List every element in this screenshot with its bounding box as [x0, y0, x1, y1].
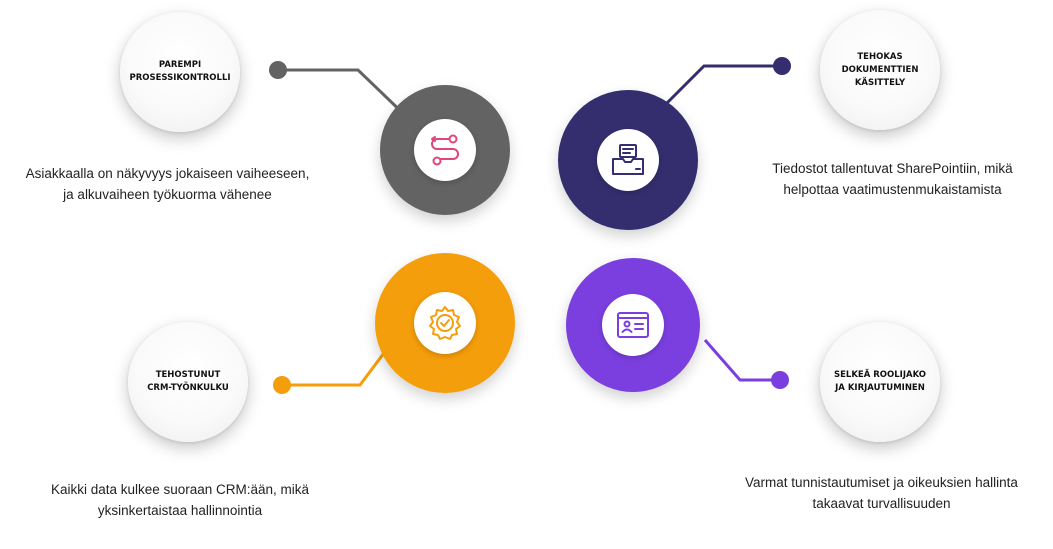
label-circle-crm-workflow: TEHOSTUNUT CRM-TYÖNKULKU [128, 322, 248, 442]
hub-document-handling [558, 90, 698, 230]
connector-process [278, 68, 412, 122]
gear-check-icon [414, 292, 476, 354]
description-process-control: Asiakkaalla on näkyvyys jokaiseen vaihee… [25, 166, 310, 202]
description-crm-workflow: Kaikki data kulkee suoraan CRM:ään, mikä… [50, 482, 310, 518]
hub-roles-login [566, 258, 700, 392]
connector-dot-documents [773, 57, 791, 75]
connector-crm [282, 344, 392, 387]
connector-dot-crm [273, 376, 291, 394]
label-circle-process-control: PAREMPI PROSESSIKONTROLLI [120, 12, 240, 132]
connector-dot-roles [771, 371, 789, 389]
connector-dot-process [269, 61, 287, 79]
hub-process-control [380, 85, 510, 215]
description-roles-login: Varmat tunnistautumiset ja oikeuksien ha… [745, 475, 1018, 511]
label-crm-workflow: TEHOSTUNUT CRM-TYÖNKULKU [147, 370, 229, 393]
id-card-icon [602, 294, 664, 356]
label-circle-document-handling: TEHOKAS DOKUMENTTIEN KÄSITTELY [820, 10, 940, 130]
label-circle-roles-login: SELKEÄ ROOLIJAKO JA KIRJAUTUMINEN [820, 322, 940, 442]
connector-roles [703, 339, 780, 382]
label-roles-login: SELKEÄ ROOLIJAKO JA KIRJAUTUMINEN [833, 370, 927, 393]
label-process-control: PAREMPI PROSESSIKONTROLLI [129, 60, 231, 83]
hub-crm-workflow [375, 253, 515, 393]
label-document-handling: TEHOKAS DOKUMENTTIEN KÄSITTELY [841, 51, 919, 88]
document-tray-icon [597, 129, 659, 191]
connector-documents [658, 64, 782, 112]
process-flow-icon [414, 119, 476, 181]
description-document-handling: Tiedostot tallentuvat SharePointiin, mik… [772, 161, 1013, 197]
